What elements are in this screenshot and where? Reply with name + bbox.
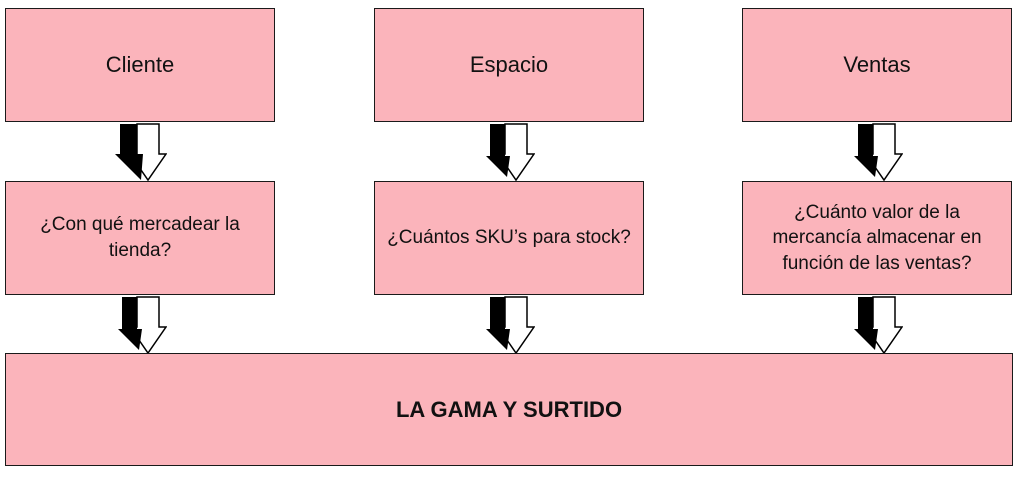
down-arrow-icon — [851, 295, 903, 355]
down-arrow-icon — [483, 295, 535, 355]
box-question-mercadear-label: ¿Con qué mercadear la tienda? — [40, 214, 240, 261]
box-ventas-label: Ventas — [843, 52, 911, 77]
down-arrow-icon — [851, 122, 903, 182]
box-gama-surtido: LA GAMA Y SURTIDO — [5, 353, 1013, 466]
box-question-mercadear: ¿Con qué mercadear la tienda? — [5, 181, 275, 295]
box-espacio-label: Espacio — [469, 52, 549, 77]
box-cliente: Cliente — [5, 8, 275, 122]
down-arrow-icon — [483, 122, 535, 182]
box-gama-surtido-label: LA GAMA Y SURTIDO — [395, 396, 623, 422]
box-question-valor-label: ¿Cuánto valor de la mercancía almacenar … — [772, 201, 982, 274]
box-question-sku-label: ¿Cuántos SKU’s para stock? — [387, 227, 631, 249]
box-ventas: Ventas — [742, 8, 1012, 122]
down-arrow-icon — [115, 295, 167, 355]
box-question-sku: ¿Cuántos SKU’s para stock? — [374, 181, 644, 295]
box-question-valor: ¿Cuánto valor de la mercancía almacenar … — [742, 181, 1012, 295]
down-arrow-icon — [115, 122, 167, 182]
box-cliente-label: Cliente — [105, 52, 175, 77]
box-espacio: Espacio — [374, 8, 644, 122]
